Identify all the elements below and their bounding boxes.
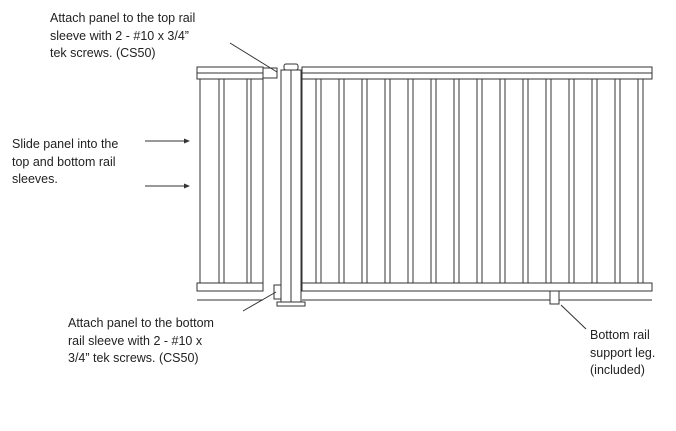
right-bottom-rail (301, 282, 653, 301)
slide-panel-callout: Slide panel into the top and bottom rail… (12, 137, 119, 186)
right-top-rail (301, 66, 653, 80)
center-post (276, 63, 306, 307)
bottom-rail-leader (242, 291, 277, 312)
leader-lines (229, 42, 587, 330)
top-rail-callout: Attach panel to the top rail sleeve with… (50, 11, 196, 60)
right-panel-pickets (301, 78, 644, 284)
top-rail-leader (229, 42, 278, 73)
upper-slide-arrow (145, 138, 190, 144)
bottom-rail-callout: Attach panel to the bottom rail sleeve w… (68, 316, 214, 365)
support-leg-leader (560, 304, 587, 330)
left-bottom-rail (196, 282, 264, 301)
support-leg-callout: Bottom rail support leg. (included) (590, 328, 656, 377)
top-rail-sleeve (262, 67, 278, 79)
left-panel-pickets (199, 78, 264, 284)
left-top-rail (196, 66, 264, 80)
support-leg (549, 290, 560, 305)
slide-arrows (145, 138, 190, 189)
lower-slide-arrow (145, 183, 190, 189)
